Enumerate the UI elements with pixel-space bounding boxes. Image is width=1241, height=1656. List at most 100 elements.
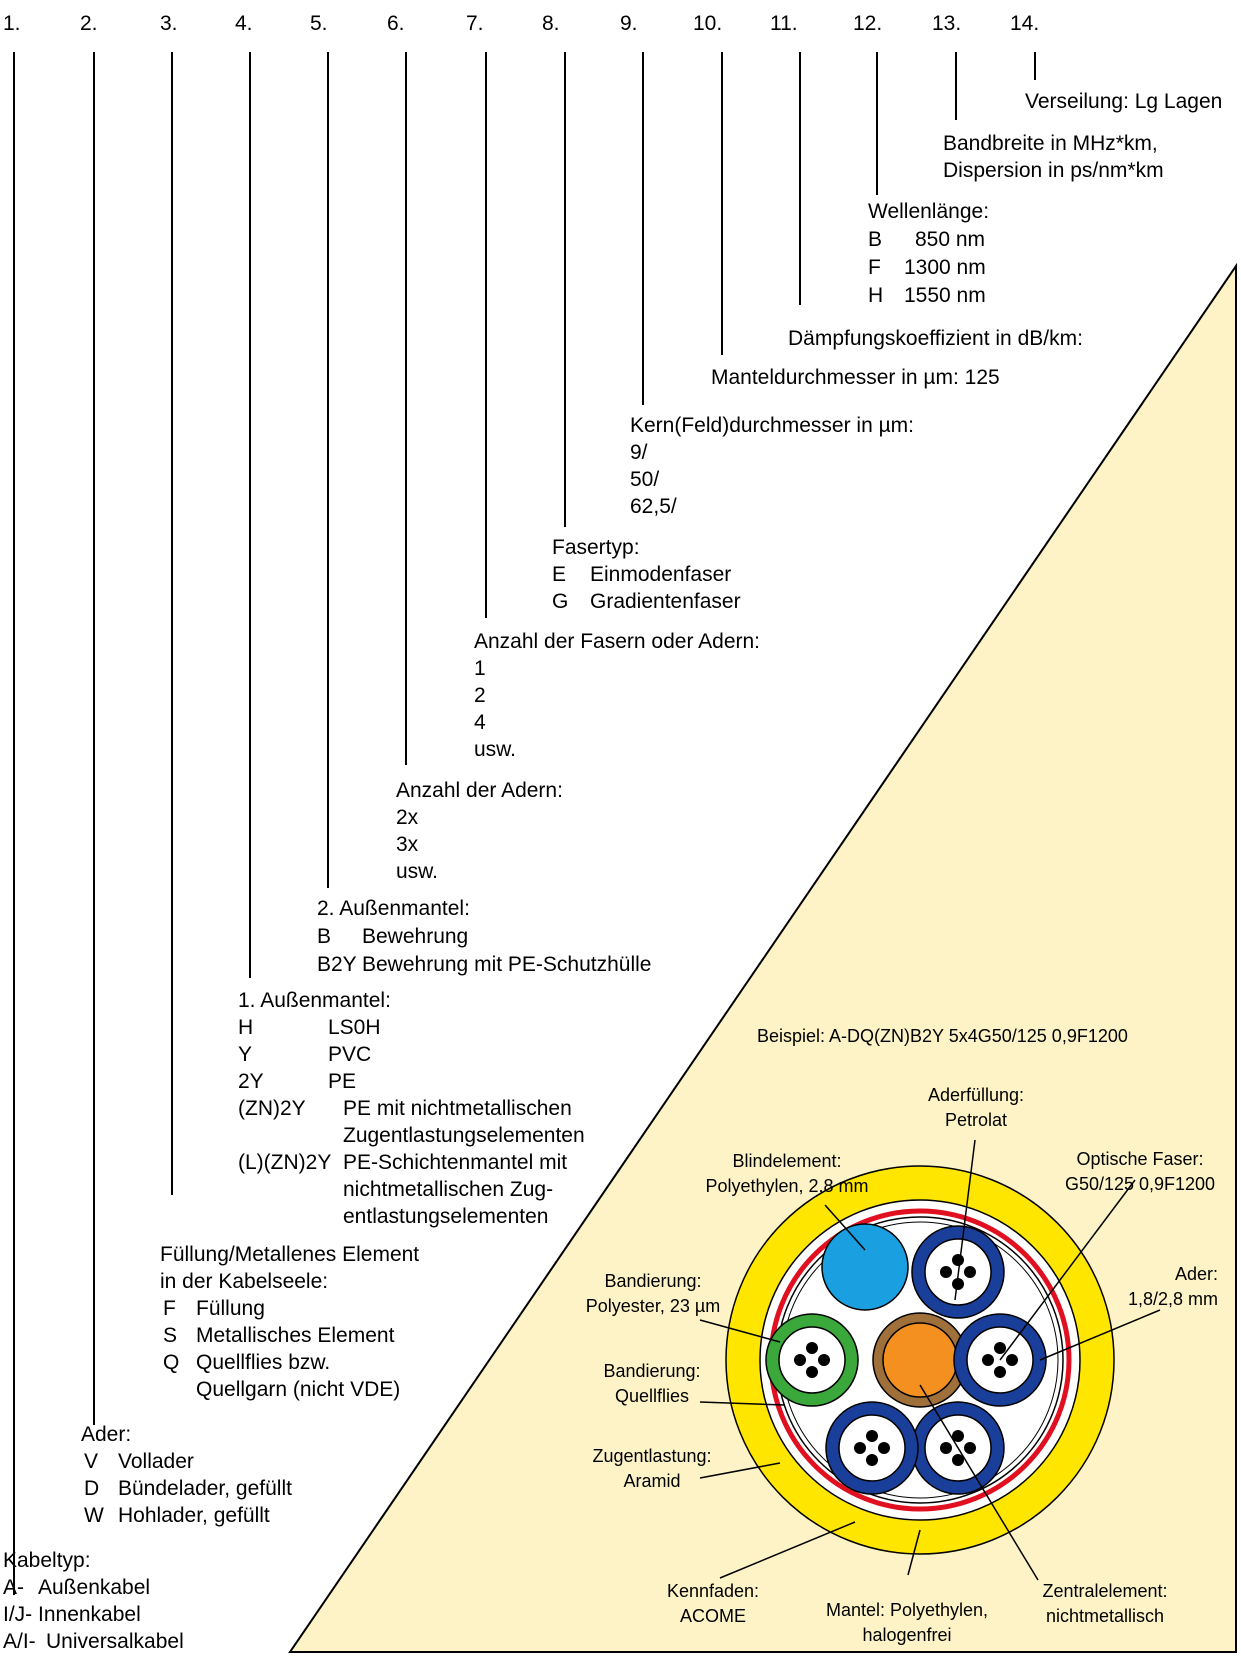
- f4-code-4: (L)(ZN)2Y: [238, 1151, 331, 1174]
- cable-cross-section: [725, 1165, 1115, 1555]
- f13-line1: Bandbreite in MHz*km,: [943, 132, 1158, 155]
- example-caption-group: Beispiel: A-DQ(ZN)B2Y 5x4G50/125 0,9F120…: [757, 1026, 1128, 1046]
- label-optische-faser-1: Optische Faser:: [1076, 1149, 1203, 1169]
- example-caption: Beispiel: A-DQ(ZN)B2Y 5x4G50/125 0,9F120…: [757, 1026, 1128, 1046]
- label-ader-1: Ader:: [1175, 1264, 1218, 1284]
- label-bandierung-quellflies-2: Quellflies: [615, 1386, 689, 1406]
- f9-value-0: 9/: [630, 441, 648, 464]
- f4-value-4: PE-Schichtenmantel mit: [343, 1151, 567, 1174]
- pos-4: 4.: [235, 12, 253, 35]
- f6-title: Anzahl der Adern:: [396, 779, 563, 802]
- f6-value-2: usw.: [396, 860, 438, 883]
- f1-value-0: Außenkabel: [38, 1576, 150, 1599]
- pos-2: 2.: [80, 12, 98, 35]
- f2-code-0: V: [84, 1450, 98, 1473]
- f3-value-0: Füllung: [196, 1297, 265, 1320]
- f6-value-1: 3x: [396, 833, 419, 856]
- label-zentralelement-1: Zentralelement:: [1042, 1581, 1167, 1601]
- f4-value-0: LS0H: [328, 1016, 381, 1039]
- label-blindelement-2: Polyethylen, 2,8 mm: [705, 1176, 868, 1196]
- blind-element: [821, 1223, 909, 1311]
- f12-code-2: H: [868, 284, 883, 307]
- pos-12: 12.: [853, 12, 882, 35]
- label-ader-2: 1,8/2,8 mm: [1128, 1289, 1218, 1309]
- label-aderfuellung-1: Aderfüllung:: [928, 1085, 1024, 1105]
- f12-title: Wellenlänge:: [868, 200, 989, 223]
- pos-6: 6.: [387, 12, 405, 35]
- label-zentralelement-2: nichtmetallisch: [1046, 1606, 1164, 1626]
- f5-code-0: B: [317, 925, 331, 948]
- f10-title: Manteldurchmesser in µm: 125: [711, 366, 1000, 389]
- pos-11: 11.: [770, 12, 798, 35]
- pos-14: 14.: [1010, 12, 1039, 35]
- f3-value-2b: Quellgarn (nicht VDE): [196, 1378, 400, 1401]
- f4-value-1: PVC: [328, 1043, 371, 1066]
- f4-code-0: H: [238, 1016, 253, 1039]
- f2-title: Ader:: [81, 1423, 131, 1446]
- label-bandierung-polyester-2: Polyester, 23 µm: [586, 1296, 720, 1316]
- f3-title: Füllung/Metallenes Element: [160, 1243, 419, 1266]
- pos-5: 5.: [310, 12, 328, 35]
- f1-value-2: Universalkabel: [46, 1630, 184, 1653]
- f1-code-1: I/J-: [3, 1603, 32, 1626]
- label-kennfaden-1: Kennfaden:: [667, 1581, 759, 1601]
- f3-code-0: F: [163, 1297, 176, 1320]
- pos-3: 3.: [160, 12, 178, 35]
- f2-value-2: Hohlader, gefüllt: [118, 1504, 270, 1527]
- pos-1: 1.: [3, 12, 21, 35]
- pos-13: 13.: [932, 12, 961, 35]
- f12-code-0: B: [868, 228, 882, 251]
- label-kennfaden-2: ACOME: [680, 1606, 746, 1626]
- f1-value-1: Innenkabel: [38, 1603, 141, 1626]
- f2-value-1: Bündelader, gefüllt: [118, 1477, 292, 1500]
- f4-value-3: PE mit nichtmetallischen: [343, 1097, 572, 1120]
- f12-value-0: 850 nm: [915, 228, 985, 251]
- label-optische-faser-2: G50/125 0,9F1200: [1065, 1174, 1215, 1194]
- f9-value-1: 50/: [630, 468, 659, 491]
- f5-code-1: B2Y: [317, 953, 357, 976]
- pos-8: 8.: [542, 12, 560, 35]
- f4-value-4b: nichtmetallischen Zug-: [343, 1178, 553, 1201]
- f3-title2: in der Kabelseele:: [160, 1270, 328, 1293]
- pos-10: 10.: [693, 12, 722, 35]
- f4-code-3: (ZN)2Y: [238, 1097, 306, 1120]
- f3-value-1: Metallisches Element: [196, 1324, 395, 1347]
- f9-value-2: 62,5/: [630, 495, 677, 518]
- label-zugentlastung-1: Zugentlastung:: [592, 1446, 711, 1466]
- f5-title: 2. Außenmantel:: [317, 897, 470, 920]
- f12-value-1: 1300 nm: [904, 256, 986, 279]
- f1-title: Kabeltyp:: [3, 1549, 91, 1572]
- leader-lines: [13, 52, 1036, 1595]
- label-zugentlastung-2: Aramid: [623, 1471, 680, 1491]
- f11-title: Dämpfungskoeffizient in dB/km:: [788, 327, 1083, 350]
- f4-value-4c: entlastungselementen: [343, 1205, 548, 1228]
- pos-9: 9.: [620, 12, 638, 35]
- tube-blue-bottom-left: [825, 1401, 919, 1495]
- f14-title: Verseilung: Lg Lagen: [1025, 90, 1222, 113]
- label-blindelement-1: Blindelement:: [732, 1151, 841, 1171]
- f8-code-0: E: [552, 563, 566, 586]
- f3-code-2: Q: [163, 1351, 179, 1374]
- label-bandierung-polyester-1: Bandierung:: [604, 1271, 701, 1291]
- field-descriptions: Verseilung: Lg Lagen Bandbreite in MHz*k…: [3, 90, 1222, 1653]
- f1-code-2: A/I-: [3, 1630, 36, 1653]
- label-aderfuellung-2: Petrolat: [945, 1110, 1007, 1130]
- f3-code-1: S: [163, 1324, 177, 1347]
- f7-value-0: 1: [474, 657, 486, 680]
- callout-lines: [699, 1139, 1161, 1581]
- f12-code-1: F: [868, 256, 881, 279]
- f2-value-0: Vollader: [118, 1450, 194, 1473]
- f7-value-1: 2: [474, 684, 486, 707]
- callout-labels: Aderfüllung: Petrolat Blindelement: Poly…: [586, 1085, 1218, 1645]
- f4-value-3b: Zugentlastungselementen: [343, 1124, 585, 1147]
- pos-7: 7.: [466, 12, 484, 35]
- position-numbers: 1. 2. 3. 4. 5. 6. 7. 8. 9. 10. 11. 12. 1…: [3, 12, 1039, 35]
- f5-value-0: Bewehrung: [362, 925, 468, 948]
- label-mantel-2: halogenfrei: [862, 1625, 951, 1645]
- f8-title: Fasertyp:: [552, 536, 640, 559]
- f4-value-2: PE: [328, 1070, 356, 1093]
- f2-code-1: D: [84, 1477, 99, 1500]
- f13-line2: Dispersion in ps/nm*km: [943, 159, 1164, 182]
- f7-title: Anzahl der Fasern oder Adern:: [474, 630, 760, 653]
